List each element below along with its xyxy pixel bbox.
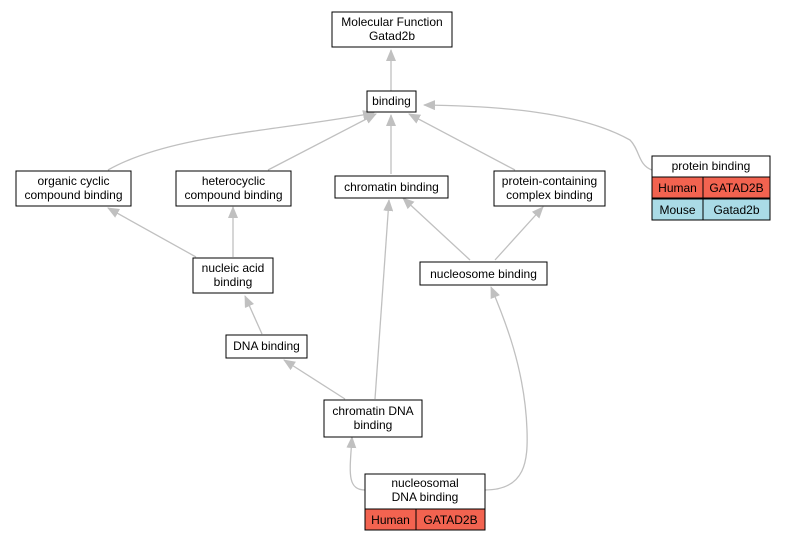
edge-chromatin-dna-to-chromatin-binding [374, 199, 394, 400]
edge-nucleic-acid-to-organic [107, 207, 197, 258]
edge-organic-to-binding [107, 110, 375, 171]
edges [107, 49, 653, 491]
node-heterocyclic-line1: heterocyclic [202, 174, 265, 188]
edge-protein-binding-to-binding [423, 100, 653, 171]
node-nucleic-acid-line1: nucleic acid [202, 261, 265, 275]
node-protein-binding-label: protein binding [672, 159, 751, 173]
node-chromatin-dna-line1: chromatin DNA [332, 404, 413, 418]
node-heterocyclic-compound-binding[interactable]: heterocyclic compound binding [175, 170, 292, 207]
node-heterocyclic-line2: compound binding [184, 188, 282, 202]
node-nucleosome-label: nucleosome binding [430, 267, 537, 281]
node-binding-label: binding [372, 94, 411, 108]
node-molecular-function-line1: Molecular Function [341, 15, 442, 29]
annotation-row-human: Human GATAD2B [364, 508, 486, 531]
annotation-row-mouse: Mouse Gatad2b [651, 198, 771, 221]
node-chromatin-dna-binding[interactable]: chromatin DNA binding [323, 399, 423, 438]
gene-label: GATAD2B [709, 181, 763, 195]
edge-heterocyclic-to-binding [267, 113, 377, 171]
node-nucleic-acid-line2: binding [214, 275, 253, 289]
node-organic-cyclic-compound-binding[interactable]: organic cyclic compound binding [15, 170, 132, 207]
edge-nucleosome-to-chromatin-binding [402, 197, 471, 261]
gene-label: Gatad2b [713, 203, 759, 217]
node-protein-binding[interactable]: protein binding Human GATAD2B Mouse Gata… [651, 155, 771, 221]
node-protein-complex-line2: complex binding [506, 188, 593, 202]
node-nucleosomal-dna-binding[interactable]: nucleosomal DNA binding Human GATAD2B [364, 473, 486, 531]
gene-label: GATAD2B [423, 513, 477, 527]
species-label: Human [371, 513, 410, 527]
node-molecular-function-line2: Gatad2b [369, 29, 415, 43]
node-nucleosomal-line1: nucleosomal [391, 476, 458, 490]
node-protein-complex-line1: protein-containing [502, 174, 597, 188]
node-organic-line2: compound binding [24, 188, 122, 202]
edge-nucleosomal-to-nucleosome [484, 286, 528, 491]
edge-chromatin-dna-to-dna-binding [283, 359, 346, 400]
node-molecular-function[interactable]: Molecular Function Gatad2b [331, 11, 453, 48]
annotation-row-human: Human GATAD2B [651, 176, 771, 199]
node-protein-containing-complex-binding[interactable]: protein-containing complex binding [493, 170, 606, 207]
node-nucleosomal-line2: DNA binding [392, 490, 459, 504]
node-nucleic-acid-binding[interactable]: nucleic acid binding [192, 257, 274, 294]
species-label: Mouse [659, 203, 695, 217]
node-organic-line1: organic cyclic [37, 174, 109, 188]
edge-nucleosome-to-protein-complex [494, 206, 544, 261]
node-nucleosome-binding[interactable]: nucleosome binding [419, 261, 548, 286]
node-dna-binding[interactable]: DNA binding [225, 334, 308, 359]
edge-protein-complex-to-binding [408, 113, 516, 171]
edge-nucleosomal-to-chromatin-dna [346, 436, 366, 491]
node-chromatin-binding[interactable]: chromatin binding [334, 175, 449, 199]
edge-dna-binding-to-nucleic-acid [244, 295, 263, 335]
node-chromatin-binding-label: chromatin binding [344, 180, 439, 194]
node-binding[interactable]: binding [366, 90, 417, 113]
species-label: Human [658, 181, 697, 195]
node-dna-binding-label: DNA binding [233, 339, 300, 353]
node-chromatin-dna-line2: binding [354, 418, 393, 432]
